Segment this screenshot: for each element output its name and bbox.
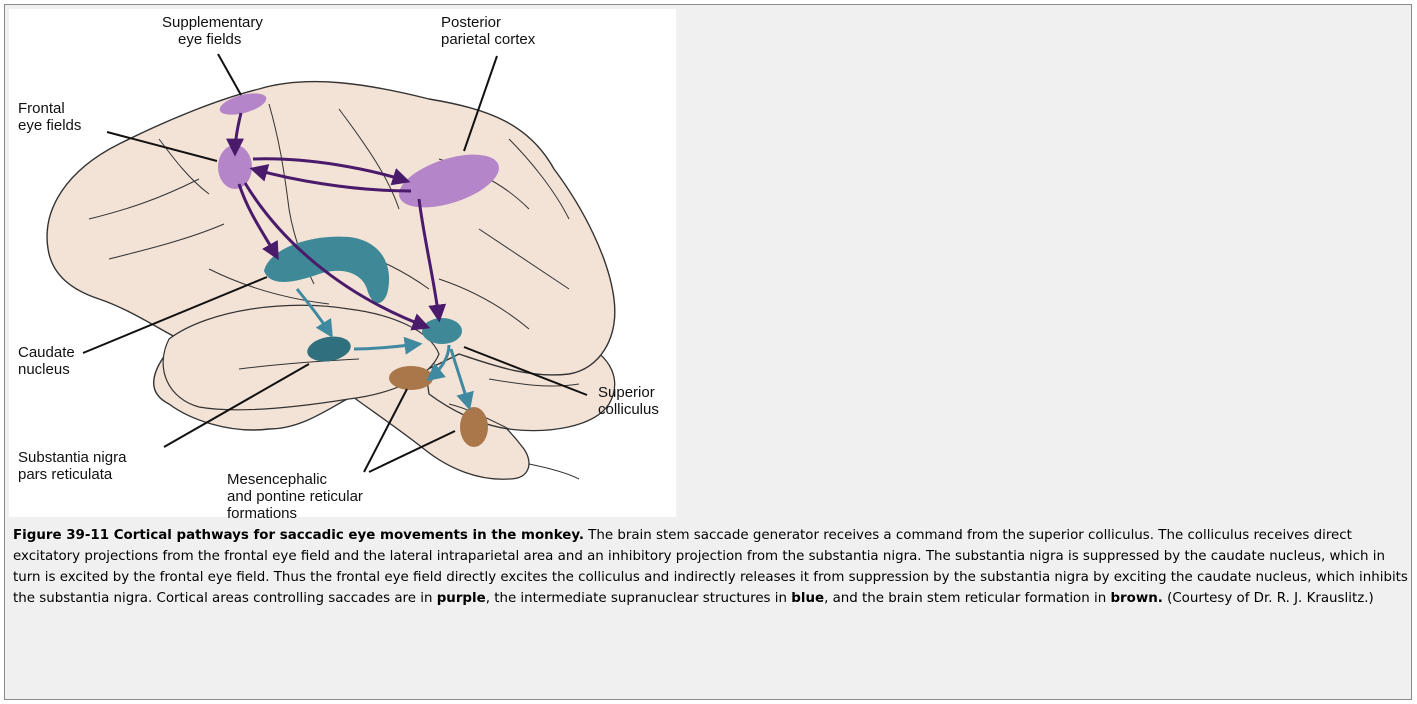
- caption-body-2: , the intermediate supranuclear structur…: [486, 591, 792, 606]
- caption-body-3: , and the brain stem reticular formation…: [824, 591, 1110, 606]
- label-caudate-nucleus: Caudate nucleus: [18, 344, 75, 378]
- caption-body-4: (Courtesy of Dr. R. J. Krauslitz.): [1163, 591, 1374, 606]
- pontine-reticular-region: [460, 407, 488, 447]
- superior-colliculus-region: [422, 318, 462, 344]
- mesencephalic-reticular-region: [389, 366, 433, 390]
- label-reticular-formations: Mesencephalic and pontine reticular form…: [227, 471, 363, 522]
- figure-caption: Figure 39-11 Cortical pathways for sacca…: [13, 525, 1411, 609]
- caption-blue: blue: [791, 591, 824, 606]
- label-frontal-eye-fields: Frontal eye fields: [18, 100, 81, 134]
- brain-illustration: [9, 9, 676, 517]
- label-superior-colliculus: Superior colliculus: [598, 384, 659, 418]
- label-posterior-parietal-cortex: Posterior parietal cortex: [441, 14, 535, 48]
- caption-brown: brown.: [1110, 591, 1162, 606]
- figure-frame: Supplementary eye fields Posterior parie…: [4, 4, 1412, 700]
- label-supplementary-eye-fields: Supplementary eye fields: [162, 14, 263, 48]
- caption-purple: purple: [437, 591, 486, 606]
- caption-title: Figure 39-11 Cortical pathways for sacca…: [13, 528, 584, 543]
- brain-diagram: Supplementary eye fields Posterior parie…: [9, 9, 676, 517]
- label-substantia-nigra: Substantia nigra pars reticulata: [18, 449, 126, 483]
